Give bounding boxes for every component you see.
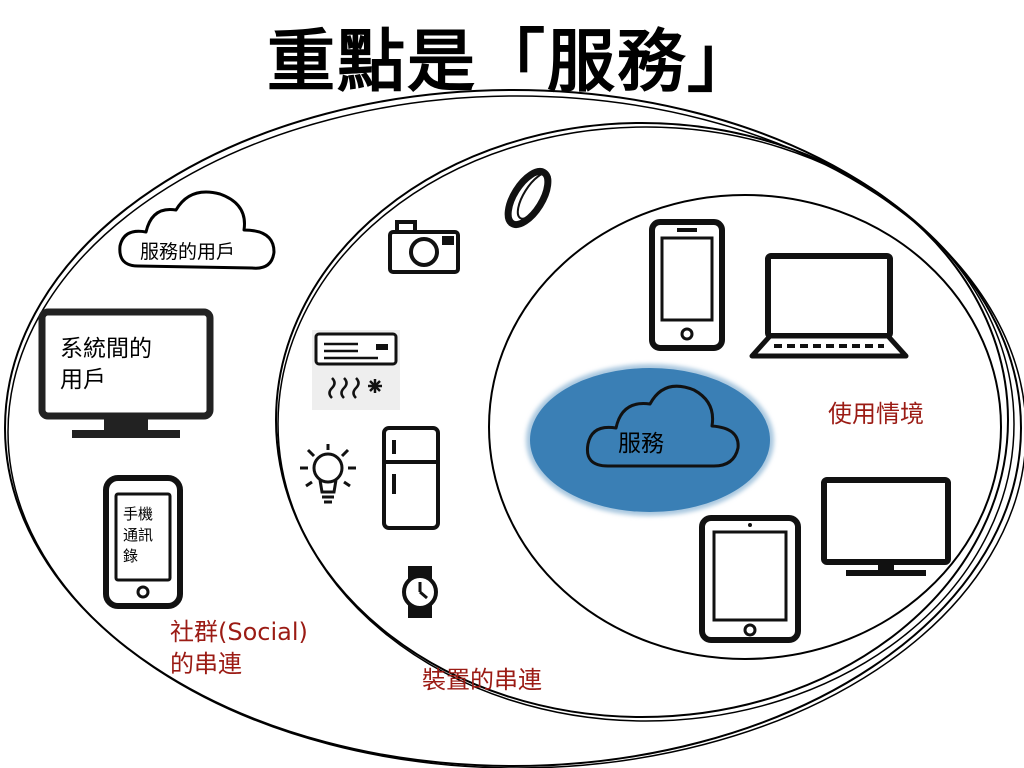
refrigerator-icon xyxy=(382,426,440,530)
lightbulb-icon xyxy=(300,444,356,504)
phone-label-line2: 通訊 xyxy=(123,526,154,544)
outer-ellipse xyxy=(4,89,1024,768)
laptop-icon xyxy=(749,253,909,359)
ring-icon xyxy=(504,167,552,229)
desktop-monitor-icon xyxy=(821,477,951,576)
phone-label-line3: 錄 xyxy=(123,547,139,565)
middle-ellipse xyxy=(275,122,1015,722)
camera-icon xyxy=(388,220,460,274)
social-caption: 社群(Social) 的串連 xyxy=(170,616,308,680)
monitor-label: 系統間的 用戶 xyxy=(60,334,152,396)
monitor-icon xyxy=(38,308,214,438)
watch-icon xyxy=(402,566,438,618)
cloud-icon xyxy=(118,190,276,270)
device-caption: 裝置的串連 xyxy=(422,666,542,694)
phone-icon xyxy=(103,475,183,609)
phone-label: 手機 通訊 錄 xyxy=(123,504,153,567)
air-conditioner-icon xyxy=(312,330,400,410)
phone-label-line1: 手機 xyxy=(123,505,154,523)
monitor-label-line2: 用戶 xyxy=(60,367,106,393)
social-caption-line2: 的串連 xyxy=(170,650,242,678)
service-label: 服務 xyxy=(618,431,664,457)
smartphone-icon xyxy=(649,219,725,351)
cloud-users-label: 服務的用戶 xyxy=(140,241,236,263)
social-caption-line1: 社群(Social) xyxy=(170,618,308,646)
scenario-caption: 使用情境 xyxy=(828,400,924,428)
slide-title: 重點是「服務」 xyxy=(266,22,757,102)
service-cloud-icon xyxy=(585,384,740,468)
tablet-icon xyxy=(699,515,801,643)
monitor-label-line1: 系統間的 xyxy=(60,336,152,362)
inner-ellipse xyxy=(488,194,1002,660)
